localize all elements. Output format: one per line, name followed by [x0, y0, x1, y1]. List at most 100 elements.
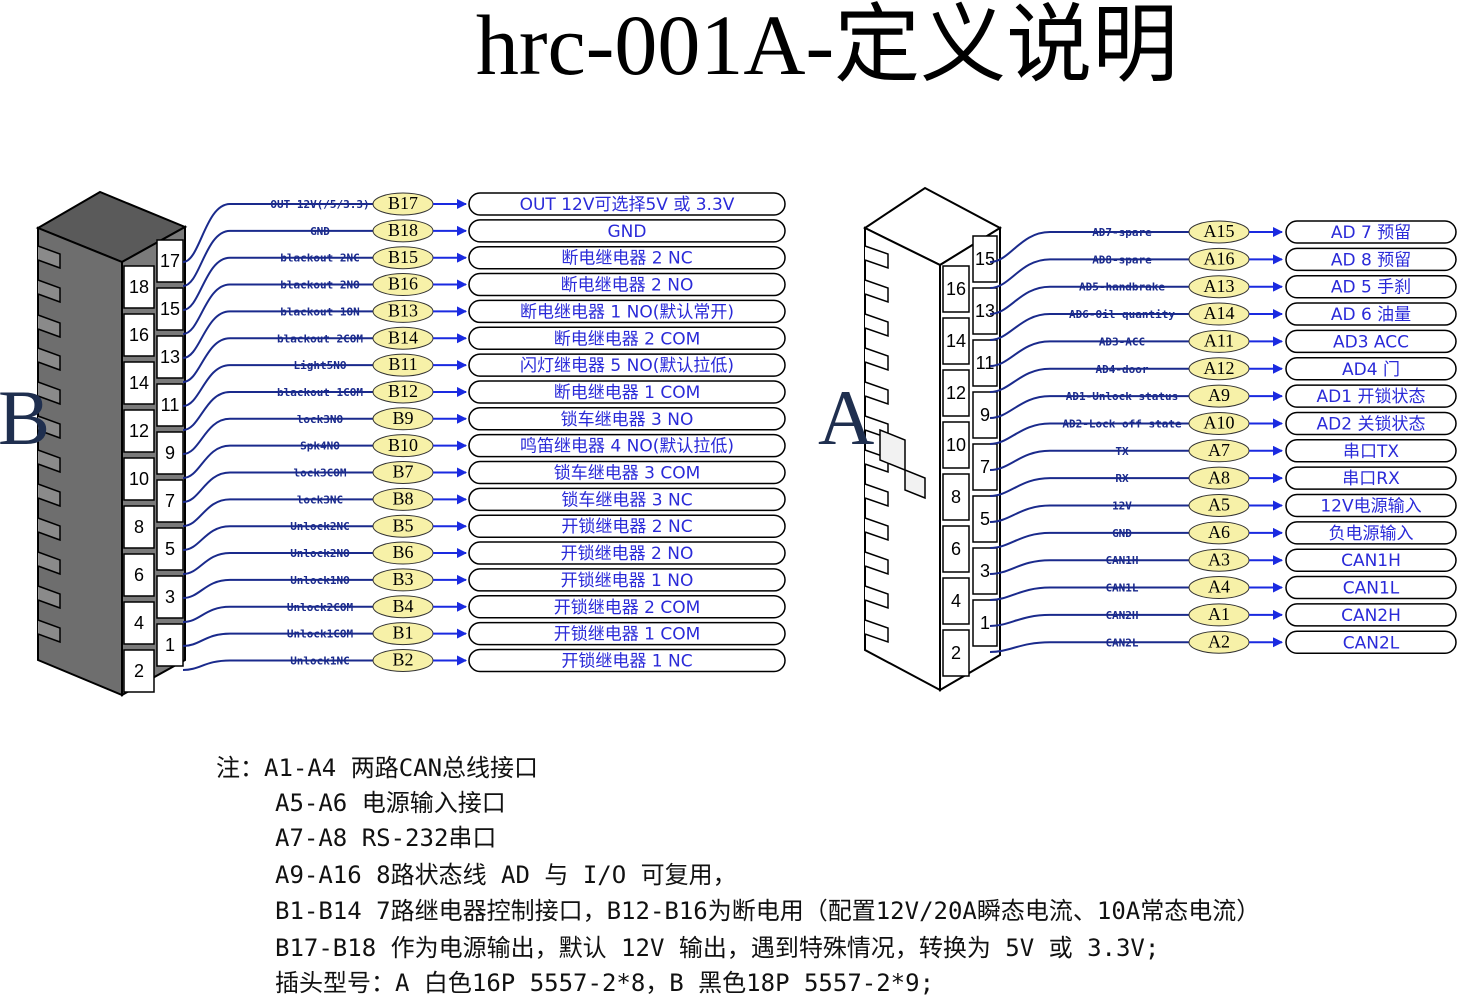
pin-number: 6 — [134, 565, 144, 585]
pin-code: B11 — [388, 354, 417, 374]
pin-number: 10 — [946, 435, 966, 455]
note-line: B17-B18 作为电源输出，默认 12V 输出，遇到特殊情况，转换为 5V 或… — [275, 934, 1160, 962]
pin-code: B16 — [388, 274, 418, 294]
pin-code: B18 — [388, 220, 418, 240]
wire — [989, 504, 1190, 523]
connector-b-letter: B — [0, 374, 50, 461]
signal-label: blackout 1COM — [277, 386, 363, 399]
pin-cell — [972, 287, 998, 335]
pin-number: 16 — [946, 279, 966, 299]
wire — [182, 632, 375, 647]
pin-cell — [942, 317, 970, 365]
pin-cell — [123, 601, 155, 645]
page-title: hrc-001A-定义说明 — [475, 0, 1179, 93]
description-box — [1285, 274, 1457, 299]
pin-cell — [942, 473, 970, 521]
pin-cell — [972, 235, 998, 283]
description-box — [468, 568, 786, 592]
signal-label: blackout 1ON — [280, 305, 359, 318]
pin-description: AD4 门 — [1342, 360, 1400, 380]
description-box — [468, 407, 786, 431]
pin-description: CAN2H — [1341, 606, 1401, 626]
pin-cell — [942, 421, 970, 469]
signal-label: RX — [1115, 472, 1129, 485]
pin-number: 4 — [951, 591, 961, 611]
description-box — [1285, 384, 1457, 408]
pin-code: B15 — [388, 247, 418, 267]
signal-label: OUT 12V(/5/3.3) — [270, 198, 369, 211]
wire — [989, 285, 1190, 315]
wire — [989, 367, 1190, 393]
pin-number: 1 — [165, 635, 175, 655]
pin-number: 7 — [165, 491, 175, 511]
signal-label: Unlock2COM — [287, 601, 354, 614]
signal-label: Unlock1COM — [287, 628, 354, 641]
connector-rib — [37, 245, 61, 270]
signal-label: CAN1L — [1105, 582, 1138, 595]
pin-cell — [156, 287, 184, 331]
description-box — [1285, 603, 1457, 627]
signal-label: Unlock2NC — [290, 520, 350, 533]
pin-description: 开锁继电器 2 NC — [561, 517, 692, 537]
description-box — [1285, 575, 1457, 600]
pin-number: 15 — [975, 249, 995, 269]
wire — [182, 256, 375, 311]
connector-rib — [37, 415, 61, 440]
signal-label: AD4-door — [1096, 363, 1149, 376]
signal-label: lock3NO — [297, 413, 344, 426]
wire — [182, 471, 375, 503]
pin-cell — [972, 391, 998, 439]
pin-cell — [123, 313, 155, 357]
connector-rib — [864, 449, 889, 474]
note-line: 插头型号：A 白色16P 5557-2*8，B 黑色18P 5557-2*9; — [275, 969, 935, 997]
pin-number: 8 — [951, 487, 961, 507]
connector-rib — [37, 619, 61, 644]
pin-description: CAN2L — [1343, 633, 1400, 653]
signal-label: lock3NC — [297, 493, 343, 506]
pin-number: 4 — [134, 613, 144, 633]
connector-rib — [37, 517, 61, 542]
pin-number: 8 — [134, 517, 144, 537]
wire — [182, 578, 375, 599]
connector-rib — [37, 483, 61, 508]
pin-description: AD 6 油量 — [1331, 305, 1411, 325]
signal-label: lock3COM — [294, 467, 347, 480]
wire — [182, 390, 375, 431]
wire — [182, 444, 375, 479]
pin-code: A3 — [1208, 549, 1230, 569]
signal-label: Light5NO — [294, 359, 347, 372]
pin-code: A8 — [1208, 467, 1230, 487]
signal-label: AD2-Lock off state — [1062, 417, 1182, 430]
description-box — [1285, 220, 1457, 244]
pin-number: 13 — [975, 301, 995, 321]
signal-label: AD5-handbrake — [1079, 281, 1165, 294]
pin-cell — [156, 623, 184, 667]
wire — [182, 337, 375, 383]
wire — [182, 364, 375, 407]
pin-code: B3 — [392, 569, 413, 589]
signal-label: CAN2H — [1105, 609, 1138, 622]
pin-code: B14 — [388, 327, 418, 347]
wire — [182, 229, 375, 287]
signal-label: AD8-spare — [1092, 253, 1152, 266]
pin-code: B4 — [392, 596, 413, 616]
description-box — [1285, 329, 1457, 354]
pin-description: 锁车继电器 3 NC — [561, 490, 692, 510]
signal-label: 12V — [1112, 500, 1132, 513]
description-box — [468, 541, 786, 565]
pin-number: 11 — [976, 353, 995, 373]
pin-number: 6 — [951, 539, 961, 559]
description-box — [1285, 357, 1457, 381]
wire — [182, 659, 375, 671]
pin-number: 2 — [951, 643, 961, 663]
description-box — [468, 648, 786, 673]
signal-label: Spk4NO — [300, 440, 340, 453]
